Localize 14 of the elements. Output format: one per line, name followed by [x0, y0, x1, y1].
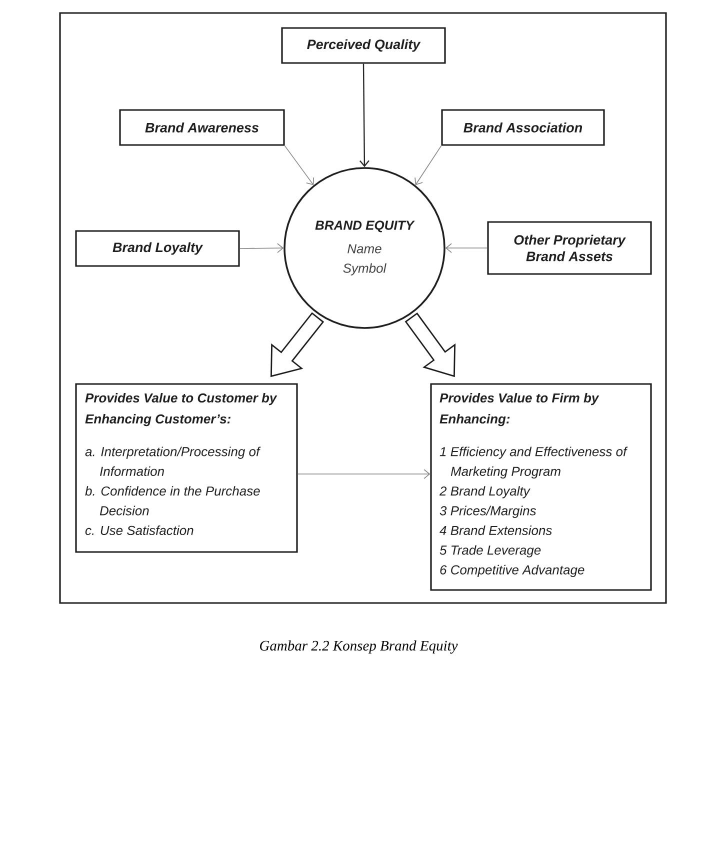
- arrow: [284, 145, 314, 186]
- text-box: Brand Association: [441, 109, 605, 146]
- text-box: Other Proprietary Brand Assets: [487, 221, 652, 275]
- arrow: [239, 243, 284, 253]
- text-box: Brand Loyalty: [75, 230, 240, 267]
- list-box: Provides Value to Customer by Enhancing Customer’s: a. Interpretation/Processing of Information b. Confidence in the Purchase Decision c. Use Satisfaction: [75, 383, 298, 553]
- arrow: [359, 64, 370, 168]
- list-box: Provides Value to Firm by Enhancing: 1 Efficiency and Effectiveness of Marketing Program 2 Brand Loyalty 3 Prices/Margins 4 Brand Extensions 5 Trade Leverage 6 Competitive Advantage: [430, 383, 652, 591]
- caption: Gambar 2.2 Konsep Brand Equity: [260, 640, 458, 654]
- arrow: [445, 243, 488, 253]
- arrow: [297, 469, 430, 479]
- text-box: Perceived Quality: [281, 27, 446, 64]
- text-box: Brand Awareness: [119, 109, 285, 146]
- arrow: [414, 145, 442, 186]
